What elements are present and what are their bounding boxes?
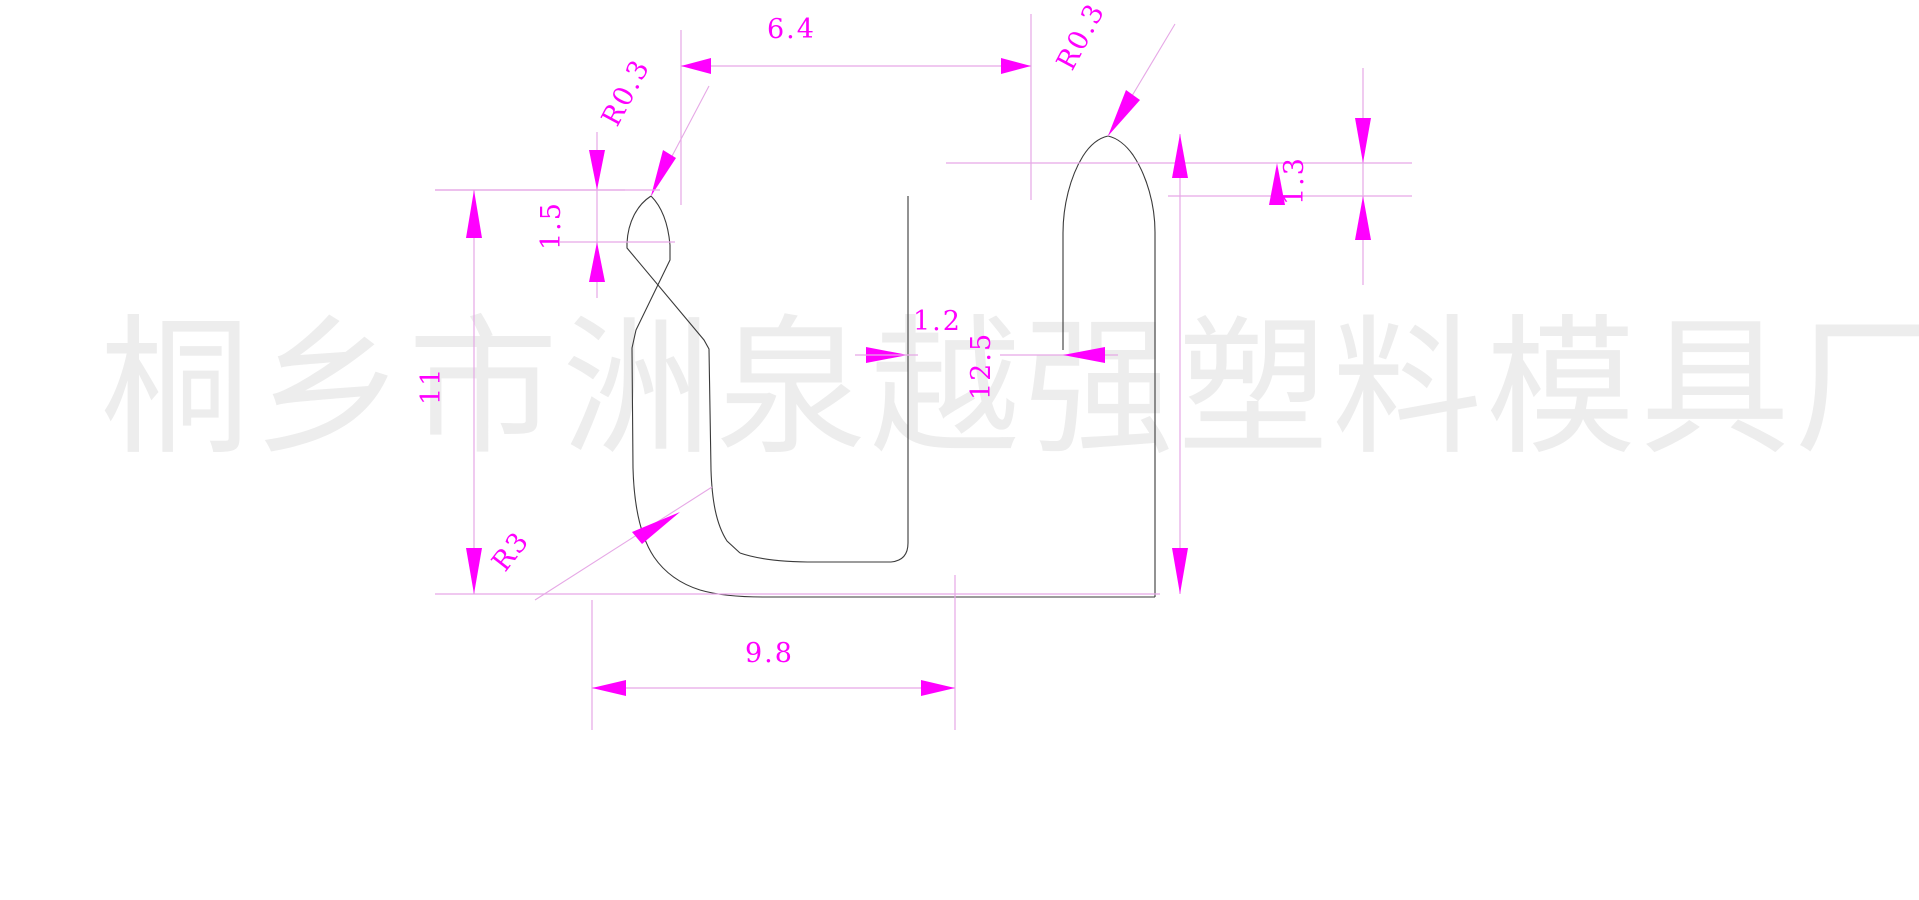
arrow-radius [632,512,680,544]
dimension-label-9-8: 9.8 [745,638,794,669]
arrow-right-inward [1063,347,1105,363]
dimension-label-1-2: 1.2 [913,306,962,337]
arrow-right [921,680,955,696]
dimension-bottom-radius: R3 [486,486,713,601]
arrow-fillet [1108,90,1140,136]
arrow-top [1355,118,1371,163]
arrow-left [592,680,626,696]
dimension-label-11: 11 [416,367,447,405]
dimension-label-6-4: 6.4 [767,14,816,45]
arrow-top [589,150,605,190]
dimension-label-1-5: 1.5 [536,201,567,250]
arrow-top [1172,134,1188,178]
right-leg-outer-edge [1107,135,1156,597]
left-barb-inner-edge [631,195,701,591]
dimension-label-1-3: 1.3 [1279,156,1310,205]
dimension-label-r3: R3 [486,526,536,578]
dimension-inner-height: 12.5 [966,134,1188,594]
bottom-outer-face [699,589,1155,598]
arrow-bottom [589,242,605,282]
inner-bottom-face [739,552,891,563]
dimension-label-12-5: 12.5 [966,332,997,400]
left-barb-outer-edge [626,195,741,554]
arrow-bottom [1355,196,1371,240]
dimension-wall-thickness: 1.2 [855,306,1118,363]
leader-line [534,486,713,601]
arrow-inner-tick [1269,163,1285,205]
inner-right-wall [890,350,909,563]
arrow-bottom [466,548,482,594]
arrow-bottom [1172,548,1188,594]
dimension-top-width: 6.4 [680,14,1032,205]
arrow-left [681,58,711,74]
profile-outline [626,135,1156,598]
arrow-fillet [651,150,676,196]
dimension-label-r03-left: R0.3 [596,54,657,131]
arrow-top [466,190,482,238]
right-leg-inner-edge [1062,135,1109,350]
dimension-overall-height: 11 [416,189,1160,595]
dimension-right-fillet: R0.3 [1051,0,1176,137]
dimension-overall-width: 9.8 [591,575,956,730]
dimension-label-r03-right: R0.3 [1051,0,1112,75]
watermark-text: 桐乡市洲泉越强塑料模具厂 [100,302,1919,476]
dimension-left-fillet: R0.3 [596,54,710,197]
arrow-right [1001,58,1031,74]
